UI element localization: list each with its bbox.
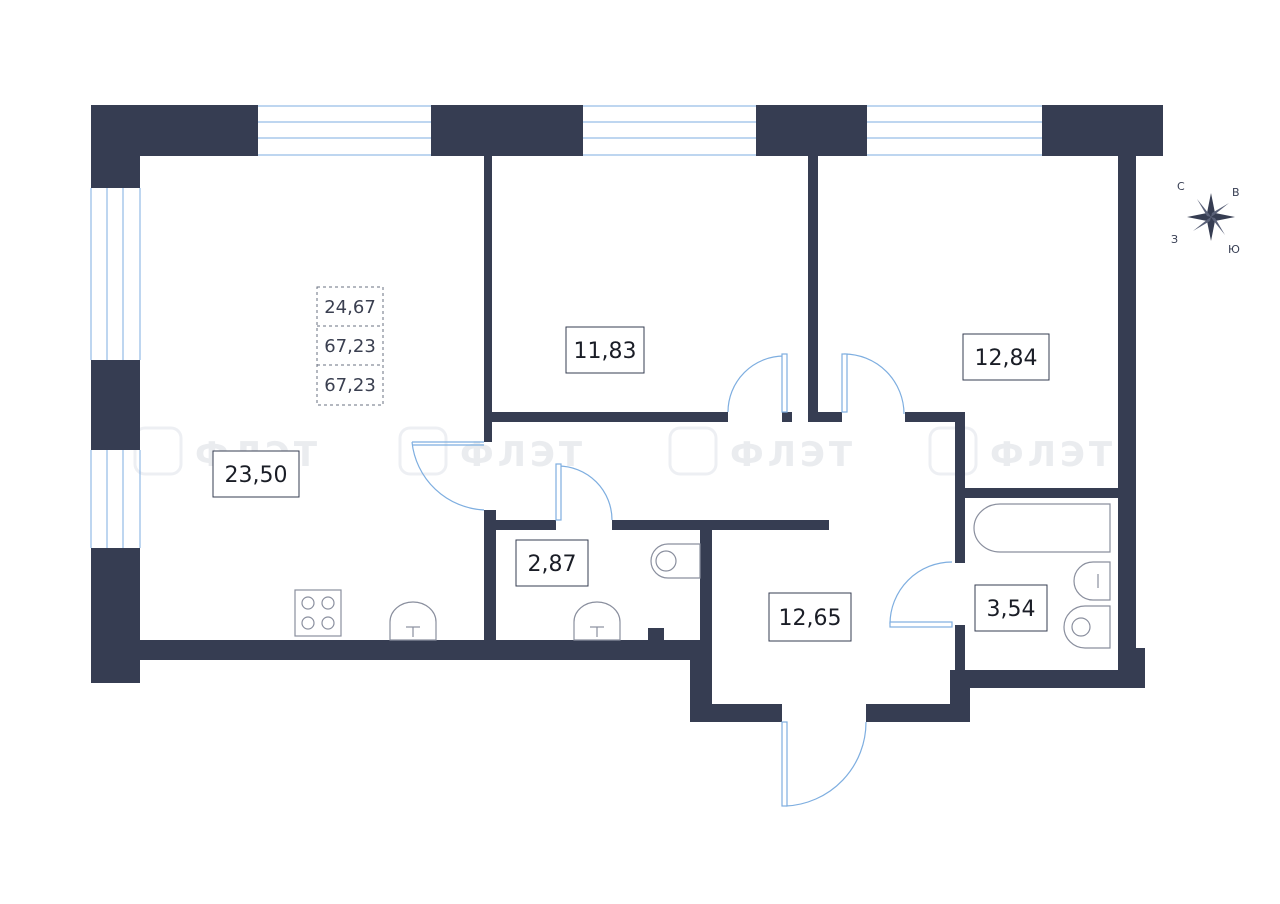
stove — [294, 589, 342, 637]
window-left-1 — [90, 188, 141, 360]
toilet-bowl — [650, 543, 701, 579]
walls — [91, 105, 1163, 722]
room-label-kitchen-living: 23,50 — [212, 450, 300, 498]
area-value-total-alt: 67,23 — [324, 375, 376, 396]
washing-machine — [1073, 561, 1111, 601]
watermark-logo: ФЛЭТ — [668, 426, 856, 476]
door-bedroom-middle[interactable] — [727, 353, 788, 413]
area-value-living: 24,67 — [324, 297, 376, 318]
windows — [90, 105, 1042, 548]
watermark-text: ФЛЭТ — [730, 435, 856, 475]
window-top-3 — [867, 105, 1042, 156]
room-area-bedroom-right: 12,84 — [975, 346, 1038, 371]
room-label-hall: 12,65 — [768, 592, 852, 642]
compass: С В Ю З — [1171, 180, 1240, 256]
toilet-sink — [573, 601, 621, 641]
door-bedroom-right[interactable] — [841, 353, 905, 415]
area-summary: 24,67 67,23 67,23 — [316, 286, 384, 406]
window-top-2 — [583, 105, 756, 156]
watermark-logo: ФЛЭТ — [928, 426, 1116, 476]
room-area-bathroom: 3,54 — [987, 597, 1036, 622]
door-entrance[interactable] — [781, 721, 867, 807]
fixtures — [294, 503, 1111, 649]
area-value-total: 67,23 — [324, 336, 376, 357]
bathtub — [973, 503, 1111, 553]
room-area-hall: 12,65 — [779, 606, 842, 631]
watermark-text: ФЛЭТ — [990, 435, 1116, 475]
room-area-toilet: 2,87 — [528, 552, 577, 577]
room-label-bedroom-middle: 11,83 — [565, 326, 645, 374]
doors — [411, 353, 953, 807]
room-label-toilet: 2,87 — [515, 539, 589, 587]
room-labels: 23,50 11,83 12,84 2,87 12,65 3,54 — [212, 326, 1050, 642]
window-left-2 — [90, 450, 141, 548]
compass-south: Ю — [1228, 243, 1240, 256]
room-area-bedroom-middle: 11,83 — [574, 339, 637, 364]
door-toilet[interactable] — [555, 463, 613, 521]
room-label-bathroom: 3,54 — [974, 584, 1048, 632]
compass-west: З — [1171, 233, 1178, 246]
door-bathroom[interactable] — [889, 561, 953, 628]
compass-north: С — [1177, 180, 1185, 193]
window-top-1 — [258, 105, 431, 156]
watermark-text: ФЛЭТ — [460, 435, 586, 475]
bath-sink — [1063, 605, 1111, 649]
kitchen-sink — [389, 601, 437, 641]
room-label-bedroom-right: 12,84 — [962, 333, 1050, 381]
door-living[interactable] — [411, 441, 485, 511]
room-area-kitchen-living: 23,50 — [225, 463, 288, 488]
compass-east: В — [1232, 186, 1240, 199]
compass-rose-icon — [1187, 193, 1235, 241]
